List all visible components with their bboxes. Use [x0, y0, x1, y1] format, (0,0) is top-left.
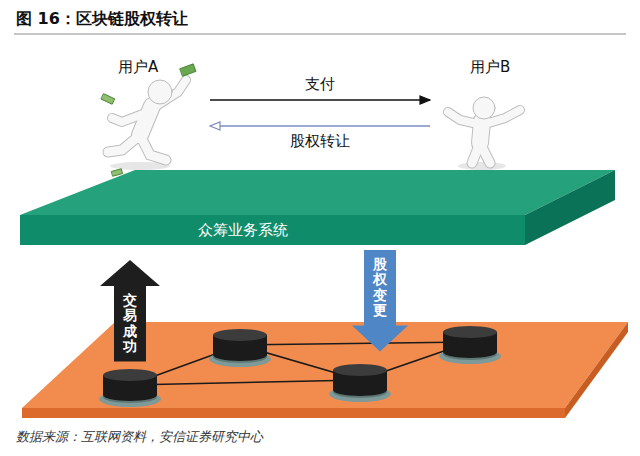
node-label: 众筹业务系统: [198, 215, 618, 245]
chain-slab-front: [22, 408, 565, 418]
source-caption: 数据来源：互联网资料，安信证券研究中心: [16, 428, 263, 446]
node-label: 股权变更: [373, 257, 387, 319]
flow-arrow: [210, 99, 430, 101]
block-arrow: 股权变更: [352, 250, 408, 352]
edge-label: 支付: [305, 75, 335, 94]
user-node: 用户A: [92, 54, 210, 172]
chain-slab-side: [565, 322, 628, 418]
ledger-node: [439, 326, 501, 364]
slab-side: [525, 170, 615, 245]
ledger-node: [99, 369, 161, 407]
user-node: 用户B: [430, 54, 535, 172]
ledger-node: [209, 329, 271, 367]
title-rule: [14, 34, 626, 35]
ledger-node: [329, 364, 391, 402]
chain-slab-top: [22, 322, 628, 408]
slab-top: [20, 170, 615, 215]
node-label: 交易成功: [123, 293, 137, 355]
user-figure: [448, 97, 520, 170]
slab-outline: [18, 168, 618, 248]
node-label: 用户B: [470, 58, 535, 77]
figure-title: 图 16：区块链股权转让: [16, 9, 188, 30]
user-figure: [101, 64, 196, 176]
node-label: 用户A: [118, 58, 210, 77]
block-arrow: 交易成功: [100, 260, 160, 362]
platform-slab: 众筹业务系统: [18, 168, 618, 248]
arrow-shape: [100, 260, 160, 362]
flow-arrow: [210, 125, 430, 127]
edge-label: 股权转让: [290, 132, 350, 151]
arrow-shape: [352, 250, 408, 352]
chain-links: [130, 342, 470, 385]
